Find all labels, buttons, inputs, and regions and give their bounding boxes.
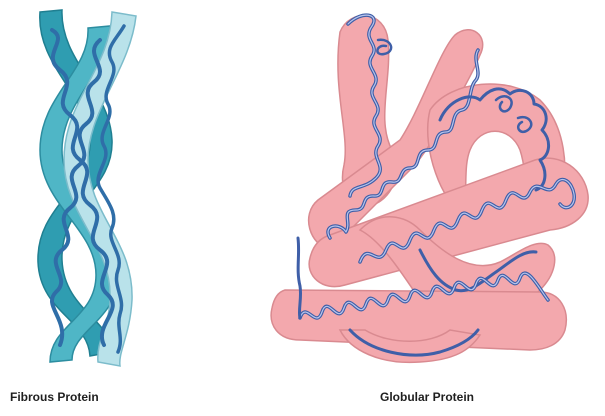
globular-protein-caption: Globular Protein: [380, 390, 530, 404]
fibrous-protein-caption: Fibrous Protein: [10, 390, 150, 404]
globular-protein-illustration: [271, 15, 588, 362]
fibrous-protein-illustration: [38, 10, 136, 366]
